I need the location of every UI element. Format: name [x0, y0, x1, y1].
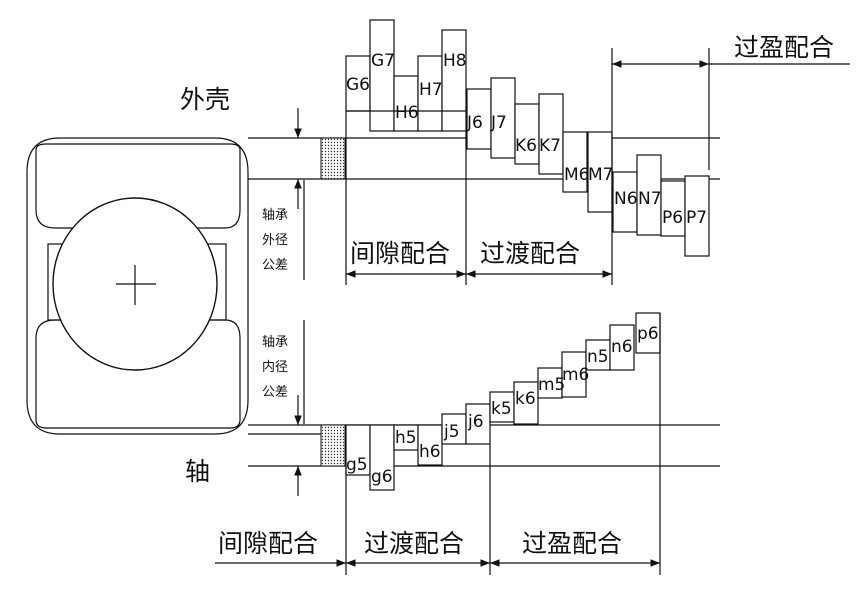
- tolerance-dim-arrows: [294, 108, 305, 496]
- bottom-zone-clearance: 间隙配合: [218, 529, 318, 558]
- shaft-label: 轴: [185, 457, 210, 486]
- tol-label-H6: H6: [395, 103, 419, 123]
- tol-label-n6: n6: [611, 337, 633, 357]
- hole-tolerance-boxes: [345, 19, 710, 257]
- tol-box-m6: [561, 351, 587, 398]
- shaft-tolerance-boxes: [345, 312, 661, 491]
- tol-box-H7: [417, 55, 443, 132]
- outer-tol-line2: 外径: [262, 233, 288, 248]
- tol-label-G6: G6: [346, 75, 370, 95]
- bottom-zone-interference: 过盈配合: [522, 529, 622, 558]
- outer-tol-line3: 公差: [262, 258, 288, 273]
- tol-label-m6: m6: [562, 365, 589, 385]
- tol-box-H8: [441, 29, 467, 132]
- tol-box-h6: [417, 424, 443, 466]
- tol-label-H8: H8: [443, 51, 467, 71]
- shaft-tolerance-labels: g5 g6 h5 h6 j5 j6 k5 k6 m5 m6 n5 n6 p6: [346, 324, 659, 487]
- tol-box-j6: [465, 403, 491, 445]
- bearing-outer-outline: [26, 137, 249, 435]
- tol-label-N6: N6: [614, 189, 638, 209]
- tol-box-M6: [562, 131, 588, 193]
- inner-tol-line2: 内径: [262, 359, 288, 375]
- tol-label-h6: h6: [419, 442, 441, 462]
- tol-label-P6: P6: [662, 208, 683, 228]
- tol-box-h5: [393, 424, 419, 451]
- tol-box-G7: [369, 19, 395, 132]
- tol-label-G7: G7: [371, 51, 395, 71]
- tol-label-j5: j5: [443, 422, 460, 442]
- tol-label-p6: p6: [637, 324, 659, 344]
- tol-box-j5: [441, 413, 467, 445]
- top-zone-transition: 过渡配合: [480, 239, 580, 268]
- bottom-zone-transition: 过渡配合: [364, 529, 464, 558]
- top-zone-clearance: 间隙配合: [350, 239, 450, 268]
- tol-label-P7: P7: [686, 208, 707, 228]
- tol-box-n6: [609, 324, 635, 371]
- tol-box-m5: [537, 367, 563, 399]
- tol-label-g6: g6: [371, 467, 393, 487]
- tol-box-K6: [514, 103, 540, 165]
- inner-tol-line1: 轴承: [262, 335, 288, 350]
- tol-label-k6: k6: [515, 389, 536, 409]
- tol-label-j6: j6: [467, 412, 484, 432]
- tol-box-J7: [490, 77, 516, 159]
- outer-tol-line1: 轴承: [262, 208, 288, 223]
- tol-box-N7: [636, 154, 662, 236]
- top-zone-interference: 过盈配合: [734, 33, 834, 62]
- tol-box-G6: [345, 55, 371, 112]
- tol-label-N7: N7: [638, 189, 662, 209]
- tol-label-M7: M7: [588, 165, 613, 185]
- tol-box-H6: [393, 75, 419, 132]
- tol-box-J6: [466, 88, 492, 150]
- bearing-drawing: [26, 137, 249, 435]
- housing-label: 外壳: [180, 85, 230, 114]
- tol-box-n5: [585, 339, 611, 371]
- tol-label-H7: H7: [419, 80, 443, 100]
- tol-label-J6: J6: [466, 113, 483, 133]
- tol-label-K6: K6: [515, 136, 537, 156]
- tol-box-g5: [345, 424, 371, 476]
- tol-label-J7: J7: [490, 113, 507, 133]
- tol-label-k5: k5: [491, 399, 512, 419]
- bearing-upper-ring: [35, 143, 241, 210]
- tol-label-K7: K7: [539, 136, 561, 156]
- outer-tolerance-band: [320, 137, 346, 180]
- tol-label-m5: m5: [538, 375, 565, 395]
- tol-box-P6: [660, 180, 686, 237]
- tol-box-k6: [513, 381, 539, 425]
- tol-label-M6: M6: [564, 165, 589, 185]
- tol-box-P7: [684, 175, 710, 257]
- bottom-zone-dimensions: [215, 313, 661, 575]
- inner-tolerance-band: [320, 424, 346, 467]
- tol-box-K7: [538, 93, 564, 175]
- tol-box-g6: [369, 424, 395, 491]
- tol-label-h5: h5: [395, 428, 417, 448]
- bearing-lower-ring: [35, 338, 241, 429]
- inner-tol-line3: 公差: [262, 385, 288, 400]
- tol-box-p6: [635, 312, 661, 354]
- hole-tolerance-labels: G6 G7 H6 H7 H8 J6 J7 K6 K7 M6 M7 N6 N7 P…: [346, 51, 707, 228]
- tol-label-n5: n5: [587, 347, 609, 367]
- tol-label-g5: g5: [346, 455, 368, 475]
- top-zone-dimensions: [345, 48, 850, 285]
